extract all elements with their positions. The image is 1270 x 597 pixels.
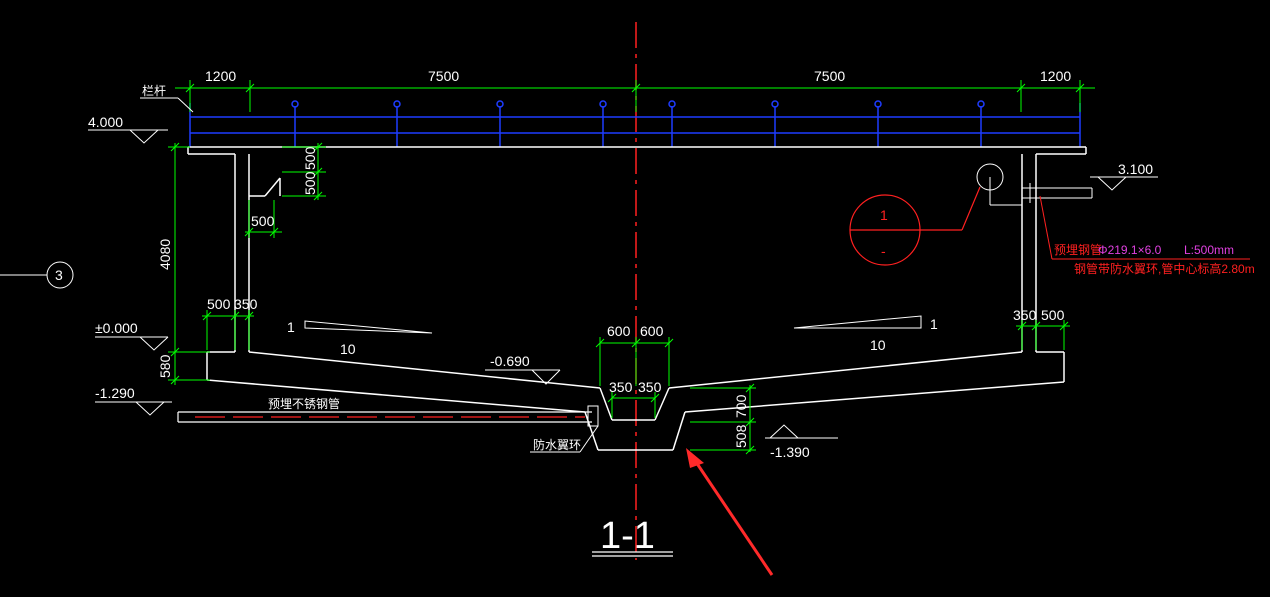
- railing-leader: [140, 97, 194, 113]
- level-bottom-left: -1.290: [95, 385, 135, 401]
- sump-dims: [595, 337, 756, 455]
- detail-bubble: [849, 186, 981, 266]
- slope-right-run: 10: [870, 337, 886, 353]
- top-dimension-line: [175, 80, 1095, 112]
- dim-corbel-w: 500: [251, 213, 275, 229]
- level-right: 3.100: [1118, 161, 1153, 177]
- embedded-steel-pipe: [976, 163, 1093, 206]
- slope-left-run: 10: [340, 341, 356, 357]
- dim-sump-top-left: 600: [607, 323, 631, 339]
- embedded-pipe-label: 预埋不锈钢管: [268, 396, 340, 411]
- dim-height-580: 580: [157, 354, 173, 378]
- detail-number: 1: [880, 207, 888, 223]
- dim-left-base-b: 350: [234, 296, 258, 312]
- dim-right-base-b: 500: [1041, 307, 1065, 323]
- railing-posts: [291, 100, 985, 147]
- waterstop-ring: [530, 405, 599, 453]
- dim-top-4: 1200: [1040, 68, 1071, 84]
- section-title-underline: [592, 551, 673, 557]
- railing: [189, 100, 1081, 147]
- dim-sump-bottom-left: 350: [609, 379, 633, 395]
- pipe-length: L:500mm: [1184, 243, 1234, 257]
- railing-label: 栏杆: [142, 83, 166, 98]
- dim-sump-bottom-right: 350: [638, 379, 662, 395]
- corbel-dims: [244, 142, 326, 238]
- pipe-note: 预埋钢管: [1054, 242, 1102, 257]
- dim-right-base-a: 350: [1013, 307, 1037, 323]
- left-vertical-dims: [168, 142, 210, 385]
- dim-corbel-1: 500: [302, 146, 318, 170]
- section-title: 1-1: [600, 515, 655, 557]
- level-sump-top: -0.690: [490, 353, 530, 369]
- dim-sump-depth-lower: 508: [733, 424, 749, 448]
- pipe-note-leader: [1039, 195, 1250, 260]
- waterstop-ring-label: 防水翼环: [533, 437, 581, 452]
- axis-bubble: [0, 261, 74, 289]
- pipe-spec: Φ219.1×6.0: [1098, 243, 1162, 257]
- dim-sump-depth-upper: 700: [733, 394, 749, 418]
- slope-right-top: 1: [930, 316, 938, 332]
- level-markers: [88, 129, 1158, 439]
- red-arrow: [686, 448, 774, 576]
- level-top-left: 4.000: [88, 114, 123, 130]
- detail-sheet: -: [881, 243, 886, 259]
- dim-sump-top-right: 600: [640, 323, 664, 339]
- dim-left-base-a: 500: [207, 296, 231, 312]
- level-sump-bottom: -1.390: [770, 444, 810, 460]
- tank-outline: [187, 146, 1087, 451]
- axis-bubble-number: 3: [55, 267, 63, 283]
- pipe-note-2: 钢管带防水翼环,管中心标高2.80m: [1074, 261, 1255, 276]
- dim-corbel-2: 500: [302, 171, 318, 195]
- left-base-dims: [202, 310, 254, 350]
- embedded-pipe: [177, 411, 592, 423]
- right-base-dims: [1016, 320, 1070, 350]
- slope-indicators: [304, 315, 922, 334]
- level-zero: ±0.000: [95, 320, 138, 336]
- slope-left-top: 1: [287, 319, 295, 335]
- dim-top-3: 7500: [814, 68, 845, 84]
- dim-height-4080: 4080: [157, 239, 173, 270]
- dim-top-1: 1200: [205, 68, 236, 84]
- dim-top-2: 7500: [428, 68, 459, 84]
